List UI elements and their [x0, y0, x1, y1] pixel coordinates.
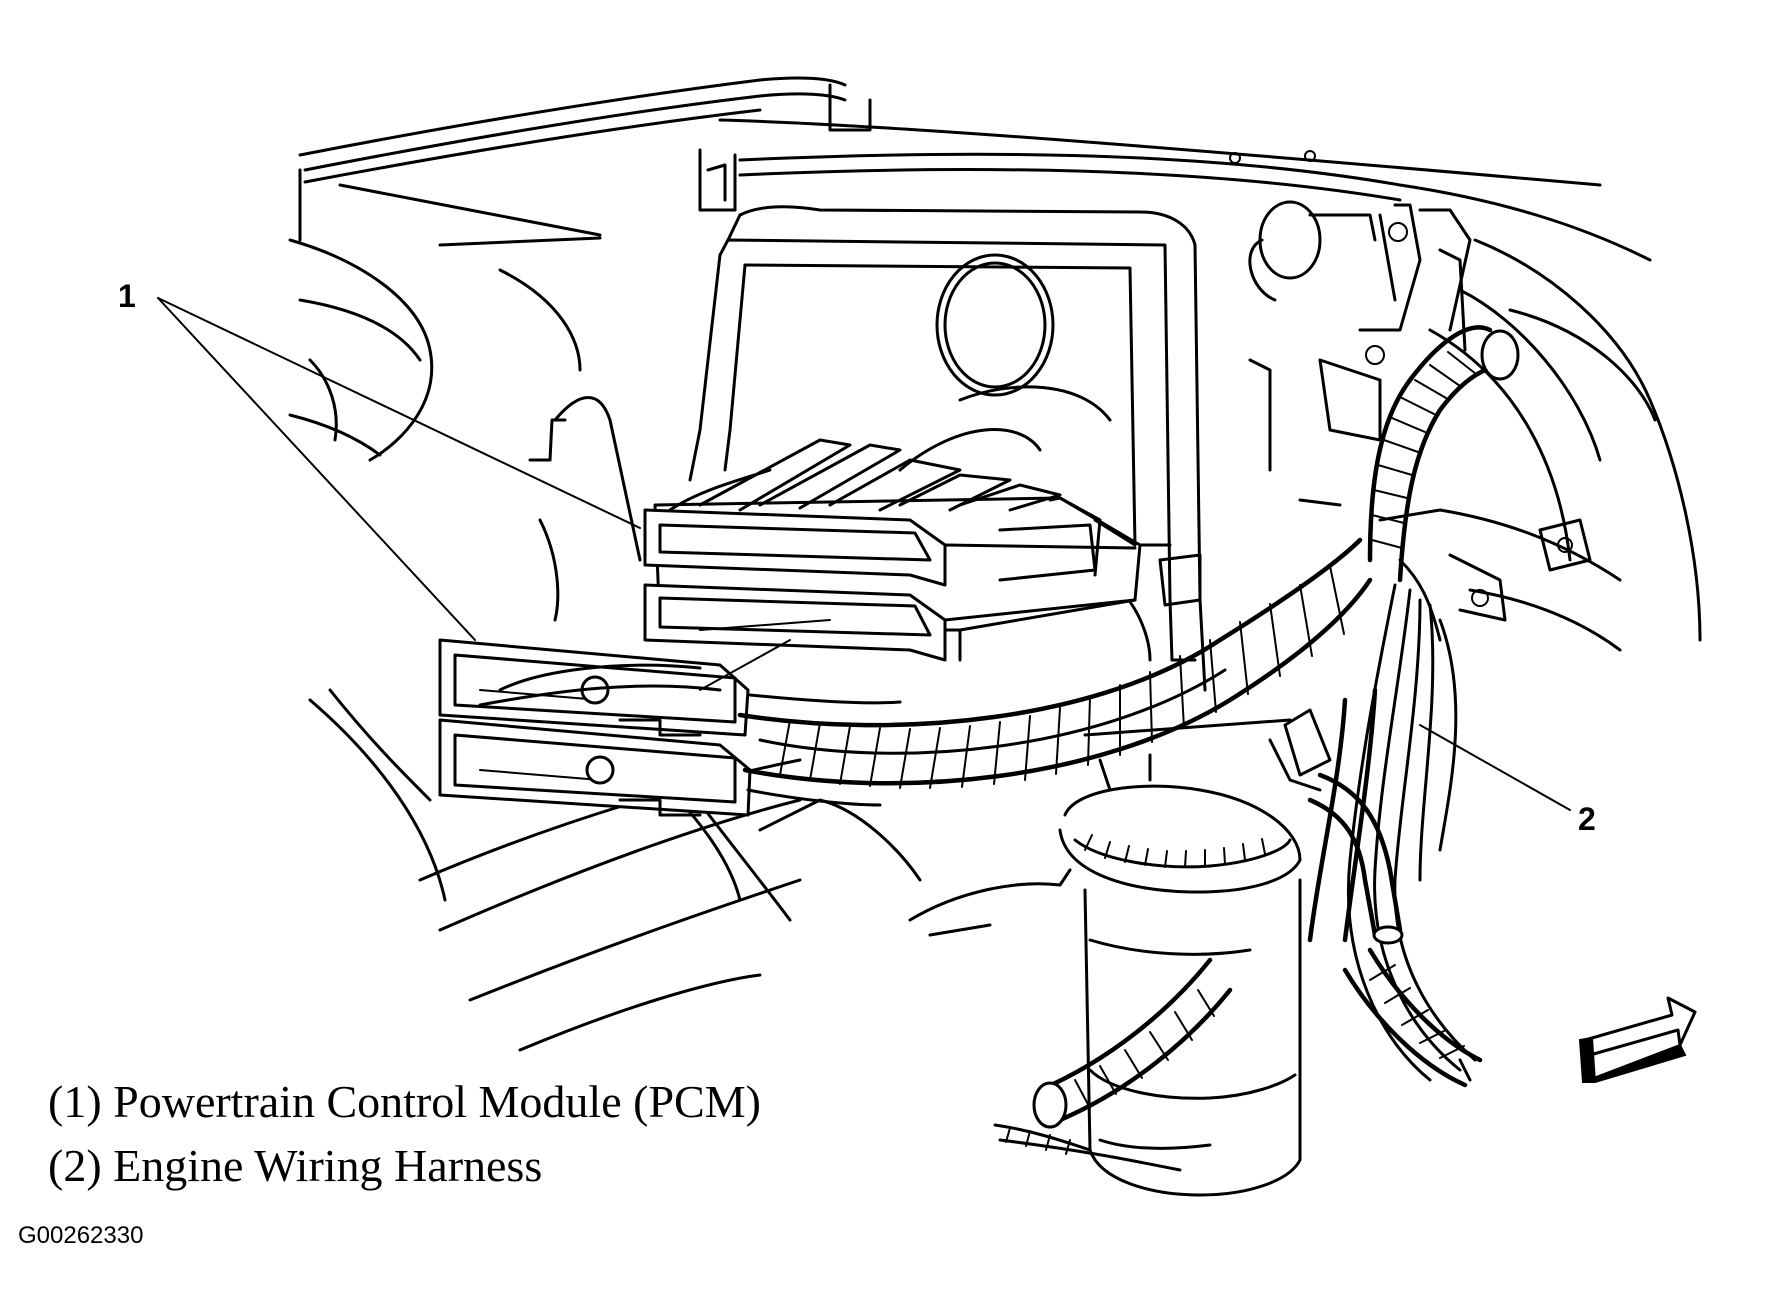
pcm-mounting-bracket [688, 205, 1207, 692]
callout-numbers: 1 2 [118, 278, 1596, 837]
right-inner-panel [1248, 200, 1702, 652]
hood-rails [298, 76, 1652, 262]
canister [993, 718, 1302, 1197]
callout-1: 1 [118, 278, 136, 314]
engine-wiring-harness [737, 325, 1520, 1129]
callout-2: 2 [1578, 801, 1596, 837]
forward-arrow-icon [1578, 996, 1697, 1083]
harness-connectors [438, 638, 752, 817]
legend: (1) Powertrain Control Module (PCM) (2) … [48, 1070, 761, 1198]
left-fender [288, 168, 642, 622]
legend-item-pcm: (1) Powertrain Control Module (PCM) [48, 1076, 761, 1127]
pcm-module [643, 438, 1142, 662]
legend-item-harness: (2) Engine Wiring Harness [48, 1140, 543, 1191]
leader-lines [157, 297, 1571, 811]
figure-id: G00262330 [18, 1222, 144, 1249]
